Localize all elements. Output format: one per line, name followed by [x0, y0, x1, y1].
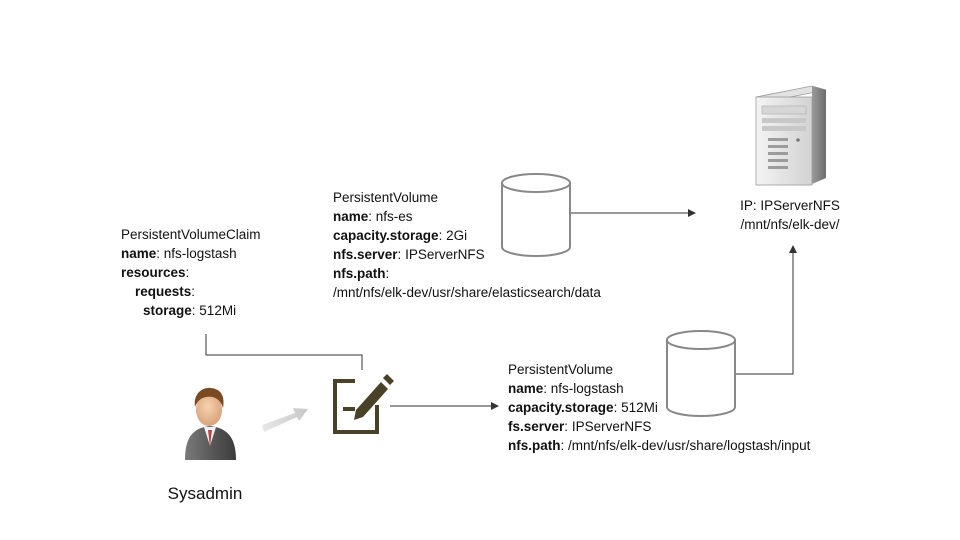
pvc-kind: PersistentVolumeClaim	[121, 227, 261, 242]
pv-es-capacity-key: capacity.storage	[333, 228, 439, 243]
pv-es-name-key: name	[333, 209, 369, 224]
pv-logstash-path-line: nfs.path: /mnt/nfs/elk-dev/usr/share/log…	[508, 438, 811, 453]
pv-logstash-name-key: name	[508, 381, 544, 396]
pv-es-kind: PersistentVolume	[333, 190, 439, 205]
pv-logstash-kind: PersistentVolume	[508, 362, 614, 377]
pvc-name-key: name	[121, 246, 157, 261]
nfs-server-path: /mnt/nfs/elk-dev/	[740, 217, 840, 232]
storage-cylinder-icon	[501, 173, 571, 257]
pv-es-spec: PersistentVolume name: nfs-es capacity.s…	[333, 188, 601, 302]
pv-logstash-name-value: nfs-logstash	[550, 381, 624, 396]
pv-es-path-key: nfs.path	[333, 266, 386, 281]
pvc-spec: PersistentVolumeClaim name: nfs-logstash…	[121, 225, 261, 320]
pv-logstash-name-line: name: nfs-logstash	[508, 381, 624, 396]
pv-logstash-spec: PersistentVolume name: nfs-logstash capa…	[508, 360, 810, 455]
pv-es-name-line: name: nfs-es	[333, 209, 413, 224]
pv-es-capacity-value: 2Gi	[446, 228, 468, 243]
pv-logstash-server-key: fs.server	[508, 419, 565, 434]
arrow-right-icon	[262, 408, 308, 432]
pv-es-server-key: nfs.server	[333, 247, 398, 262]
pv-logstash-capacity-line: capacity.storage: 512Mi	[508, 400, 658, 415]
pvc-storage-line: storage: 512Mi	[143, 303, 237, 318]
pvc-to-edit-connector	[205, 334, 363, 370]
pv-es-path-line: nfs.path:	[333, 266, 390, 281]
pv-logstash-to-server-arrow	[735, 245, 797, 375]
pv-es-server-line: nfs.server: IPServerNFS	[333, 247, 485, 262]
pv-logstash-path-key: nfs.path	[508, 438, 561, 453]
pvc-requests-key: requests	[135, 284, 192, 299]
person-icon	[185, 387, 236, 460]
pvc-resources-key: resources	[121, 265, 186, 280]
nfs-server-label: IP: IPServerNFS /mnt/nfs/elk-dev/	[720, 196, 860, 234]
sysadmin-label: Sysadmin	[167, 484, 243, 503]
edit-document-icon	[333, 374, 394, 434]
pv-es-capacity-line: capacity.storage: 2Gi	[333, 228, 468, 243]
pv-logstash-path-value: /mnt/nfs/elk-dev/usr/share/logstash/inpu…	[568, 438, 811, 453]
pvc-name-value: nfs-logstash	[163, 246, 237, 261]
pv-logstash-capacity-key: capacity.storage	[508, 400, 614, 415]
nfs-server-ip: IP: IPServerNFS	[740, 198, 840, 213]
pv-logstash-server-line: fs.server: IPServerNFS	[508, 419, 652, 434]
pvc-storage-value: 512Mi	[199, 303, 237, 318]
pvc-storage-key: storage	[143, 303, 192, 318]
pvc-requests-line: requests:	[135, 284, 196, 299]
pvc-name-line: name: nfs-logstash	[121, 246, 237, 261]
pv-es-name-value: nfs-es	[375, 209, 413, 224]
pvc-resources-line: resources:	[121, 265, 190, 280]
pv-logstash-capacity-value: 512Mi	[621, 400, 658, 415]
pv-logstash-server-value: IPServerNFS	[571, 419, 652, 434]
pv-es-server-value: IPServerNFS	[405, 247, 485, 262]
storage-cylinder-icon	[666, 330, 736, 417]
pv-es-path-value: /mnt/nfs/elk-dev/usr/share/elasticsearch…	[333, 285, 601, 300]
server-tower-icon	[755, 85, 827, 186]
connectors	[205, 209, 797, 410]
